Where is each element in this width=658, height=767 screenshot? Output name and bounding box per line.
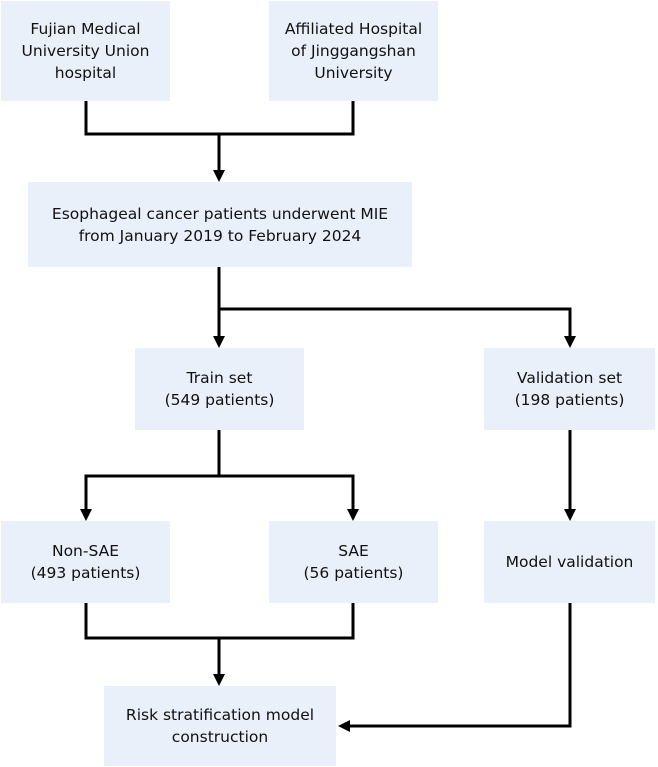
split-connector: [84, 474, 355, 509]
arrowhead-to-non-sae: [80, 509, 92, 521]
arrowhead-to-model-validation: [564, 509, 576, 521]
train-set-box: Train set (549 patients): [135, 348, 304, 430]
model-validation-box: Model validation: [484, 521, 655, 603]
sae-box: SAE (56 patients): [269, 521, 438, 603]
patients-to-validation-line: [219, 307, 572, 336]
fujian-hospital-box: Fujian Medical University Union hospital: [1, 1, 170, 101]
risk-model-box: Risk stratification model construction: [104, 686, 336, 766]
arrowhead-to-train: [213, 336, 225, 348]
arrowhead-to-validation: [564, 336, 576, 348]
non-sae-box: Non-SAE (493 patients): [1, 521, 170, 603]
arrowhead-to-sae: [347, 509, 359, 521]
model-validation-to-risk-line: [350, 603, 572, 728]
merge-outcomes-connector: [84, 603, 355, 640]
merge-hospitals-connector: [84, 101, 355, 136]
arrowhead-to-risk-model: [213, 674, 225, 686]
patients-box: Esophageal cancer patients underwent MIE…: [28, 182, 412, 267]
arrowhead-validation-to-risk: [338, 720, 350, 732]
arrowhead-to-patients: [213, 170, 225, 182]
validation-set-box: Validation set (198 patients): [484, 348, 655, 430]
jinggangshan-hospital-box: Affiliated Hospital of Jinggangshan Univ…: [269, 1, 438, 101]
